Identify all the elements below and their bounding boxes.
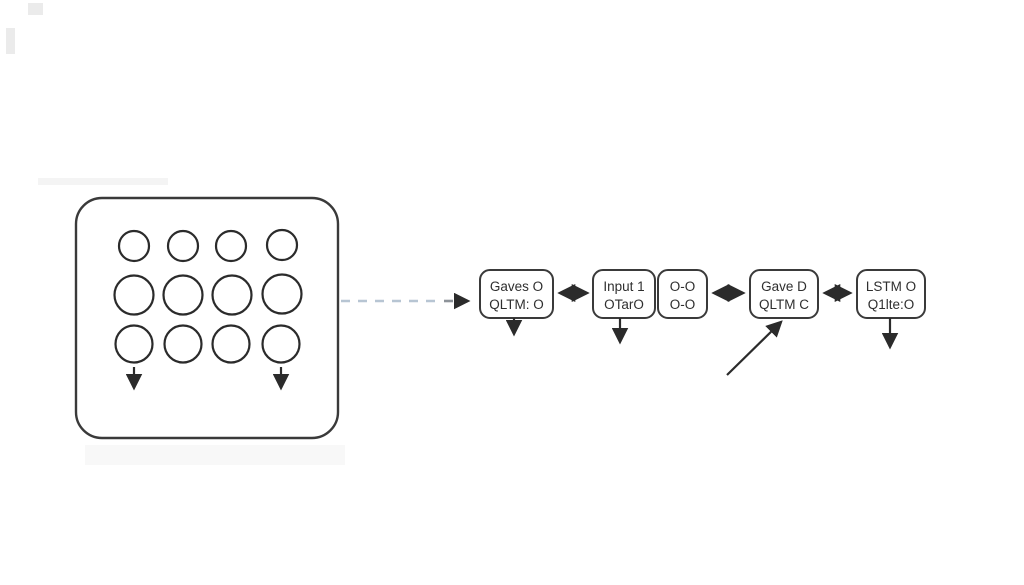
flow-box-4: Gave D QLTM C <box>749 269 819 319</box>
flow-box-3-frame <box>657 269 708 319</box>
unit-circle <box>163 324 203 364</box>
flow-box-4-line2: QLTM C <box>759 297 809 312</box>
flow-box-2-line2: OTarO <box>604 297 644 312</box>
flow-box-2: Input 1 OTarO <box>592 269 656 319</box>
unit-circle <box>114 324 154 364</box>
flow-box-3: O-O O-O <box>657 269 708 319</box>
diagonal-arrow-into-box4 <box>726 320 783 376</box>
unit-circle <box>265 228 299 262</box>
flow-box-3-line2: O-O <box>670 297 696 312</box>
flow-box-5-line1: LSTM O <box>866 279 916 294</box>
unit-circle <box>211 274 253 316</box>
flow-box-5-line2: Q1lte:O <box>868 297 915 312</box>
flow-box-1: Gaves O QLTM: O <box>479 269 554 319</box>
unit-circle <box>261 324 301 364</box>
unit-circle <box>261 273 303 315</box>
unit-circle <box>211 324 251 364</box>
output-arrows <box>505 318 899 350</box>
unit-circle <box>162 274 204 316</box>
flow-box-1-line2: QLTM: O <box>489 297 544 312</box>
flow-box-1-frame <box>479 269 554 319</box>
flow-box-2-line1: Input 1 <box>603 279 644 294</box>
flow-box-3-line1: O-O <box>670 279 696 294</box>
flow-boxes: Gaves O QLTM: O Input 1 OTarO O-O O-O Ga… <box>479 269 926 319</box>
left-panel-frame <box>74 196 340 440</box>
flow-box-5: LSTM O Q1lte:O <box>856 269 926 319</box>
unit-circle <box>166 229 200 263</box>
unit-circle <box>117 229 151 263</box>
flow-box-2-frame <box>592 269 656 319</box>
scan-artifact-marks <box>6 3 345 465</box>
flow-box-4-line1: Gave D <box>761 279 807 294</box>
left-panel <box>74 196 340 440</box>
unit-circle <box>113 274 155 316</box>
flow-box-4-frame <box>749 269 819 319</box>
unit-circle <box>214 229 248 263</box>
flow-box-1-line1: Gaves O <box>490 279 543 294</box>
